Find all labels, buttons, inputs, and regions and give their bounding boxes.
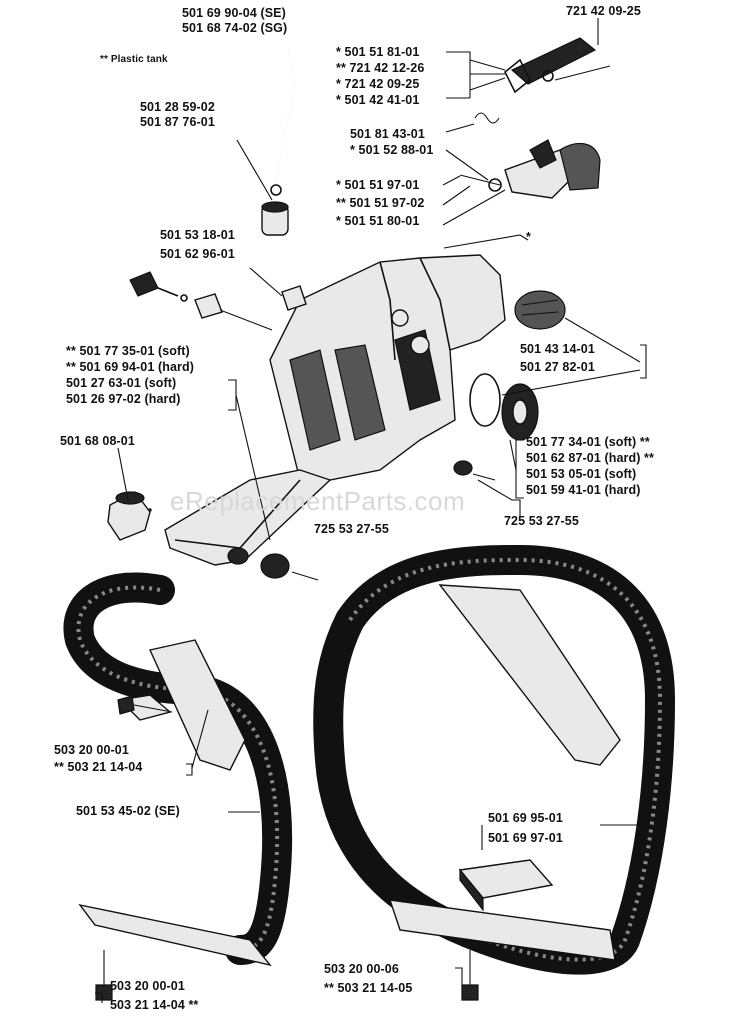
front-handle-left <box>63 572 293 967</box>
label-cap-oring: 501 43 14-01 501 27 82-01 <box>520 342 595 374</box>
fuel-tank-body <box>148 254 506 566</box>
label-tank-cap: 501 69 90-04 (SE) 501 68 74-02 (SG) <box>182 6 288 35</box>
label-handle-right: 501 69 95-01 501 69 97-01 <box>488 811 563 845</box>
leader-lines <box>95 18 647 1003</box>
label-throttle-group: * 501 51 81-01 ** 721 42 12-26 * 721 42 … <box>336 45 425 107</box>
label-bolt-bottom-left: 503 20 00-01 503 21 14-04 ** <box>110 979 199 1012</box>
fuel-hose-filter <box>261 53 296 236</box>
label-valve-group: 501 53 18-01 501 62 96-01 <box>160 228 235 261</box>
label-screw-right: 725 53 27-55 <box>504 514 579 528</box>
label-bolt-bottom-right: 503 20 00-06 ** 503 21 14-05 <box>324 962 413 995</box>
label-throttle-top: 721 42 09-25 <box>566 4 641 18</box>
label-tank-star: * <box>526 230 531 244</box>
plastic-tank-note: ** Plastic tank <box>100 54 168 65</box>
label-buffer: 501 68 08-01 <box>60 434 135 448</box>
label-bolt-left: 503 20 00-01 ** 503 21 14-04 <box>54 743 143 774</box>
rubber-mounts <box>107 460 496 581</box>
throttle-assembly <box>459 37 611 199</box>
front-handle-right <box>313 544 676 975</box>
label-fuel-hose: 501 28 59-02 501 87 76-01 <box>140 100 215 129</box>
watermark-text: eReplacementParts.com <box>170 486 466 516</box>
label-rod-group: * 501 51 97-01 ** 501 51 97-02 * 501 51 … <box>336 178 425 228</box>
label-trigger-group: 501 81 43-01 * 501 52 88-01 <box>350 127 434 157</box>
label-screw-left: 725 53 27-55 <box>314 522 389 536</box>
tank-cap-oring <box>469 290 566 441</box>
label-rubber-group: ** 501 77 35-01 (soft) ** 501 69 94-01 (… <box>66 344 194 406</box>
label-mount-right: 501 77 34-01 (soft) ** 501 62 87-01 (har… <box>526 435 654 497</box>
bolts <box>95 695 479 1001</box>
label-handle-left: 501 53 45-02 (SE) <box>76 804 180 818</box>
valve-parts <box>129 271 307 331</box>
